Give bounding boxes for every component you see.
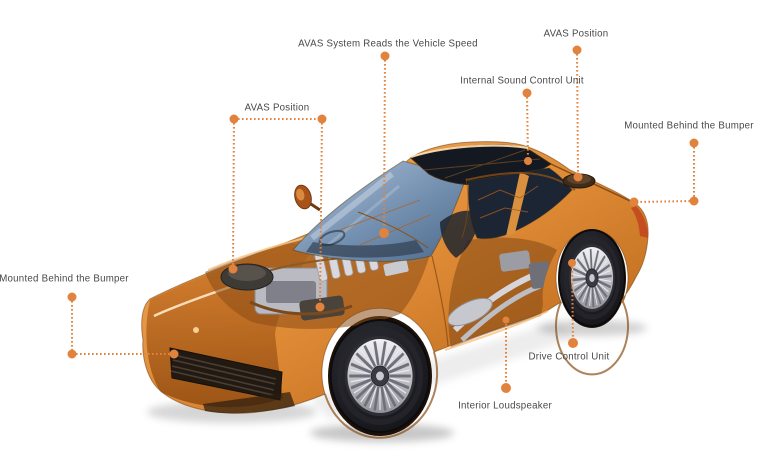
leader-dot bbox=[522, 88, 532, 98]
leader-dot bbox=[572, 45, 582, 55]
leader-dot bbox=[317, 114, 327, 124]
leader-drive-control-unit bbox=[568, 259, 578, 348]
label-internal-sound-control-unit: Internal Sound Control Unit bbox=[460, 75, 584, 87]
rear-wheel bbox=[558, 229, 626, 327]
leader-dot bbox=[689, 138, 699, 148]
leader-dot bbox=[568, 338, 578, 348]
side-mirror bbox=[294, 184, 321, 212]
label-avas-position-left: AVAS Position bbox=[244, 102, 310, 114]
leader-dot bbox=[228, 264, 238, 274]
leader-mounted-behind-bumper-left bbox=[67, 292, 179, 359]
leader-dot bbox=[502, 316, 510, 324]
steering-wheel bbox=[318, 229, 346, 247]
leader-internal-sound-control-unit bbox=[522, 88, 532, 165]
muffler bbox=[448, 297, 493, 327]
leader-dot bbox=[689, 196, 699, 206]
label-drive-control-unit: Drive Control Unit bbox=[528, 351, 610, 363]
windshield bbox=[292, 160, 467, 262]
front-wheel bbox=[329, 319, 431, 433]
leader-dot bbox=[501, 383, 511, 393]
rear-drivetrain-cutaway bbox=[440, 210, 557, 348]
label-mounted-behind-bumper-left: Mounted Behind the Bumper bbox=[0, 273, 129, 285]
leader-dot bbox=[67, 292, 77, 302]
label-avas-position-right: AVAS Position bbox=[543, 28, 609, 40]
leader-dot bbox=[379, 228, 389, 238]
leader-dot bbox=[629, 197, 639, 207]
leader-avas-system-reads-vehicle-speed bbox=[379, 51, 390, 238]
tail-lamp bbox=[631, 206, 648, 238]
leader-dot bbox=[568, 259, 576, 267]
leader-dot bbox=[229, 114, 239, 124]
seat-silhouette bbox=[440, 210, 480, 258]
label-avas-system-reads-vehicle-speed: AVAS System Reads the Vehicle Speed bbox=[298, 38, 478, 50]
leader-dot bbox=[67, 349, 77, 359]
leader-lines bbox=[67, 45, 699, 393]
leader-dot bbox=[524, 157, 532, 165]
leader-dot bbox=[315, 302, 325, 312]
leader-mounted-behind-bumper-right bbox=[629, 138, 699, 207]
label-interior-loudspeaker: Interior Loudspeaker bbox=[458, 400, 552, 412]
leader-interior-loudspeaker bbox=[501, 316, 511, 393]
b-pillar bbox=[506, 172, 529, 236]
body-lines bbox=[324, 144, 637, 439]
leader-avas-position-right bbox=[572, 45, 583, 182]
leader-dot bbox=[380, 51, 390, 61]
leader-dot bbox=[169, 349, 179, 359]
leader-dot bbox=[573, 172, 583, 182]
leader-avas-position-left bbox=[228, 114, 327, 312]
label-mounted-behind-bumper-right: Mounted Behind the Bumper bbox=[624, 120, 754, 132]
